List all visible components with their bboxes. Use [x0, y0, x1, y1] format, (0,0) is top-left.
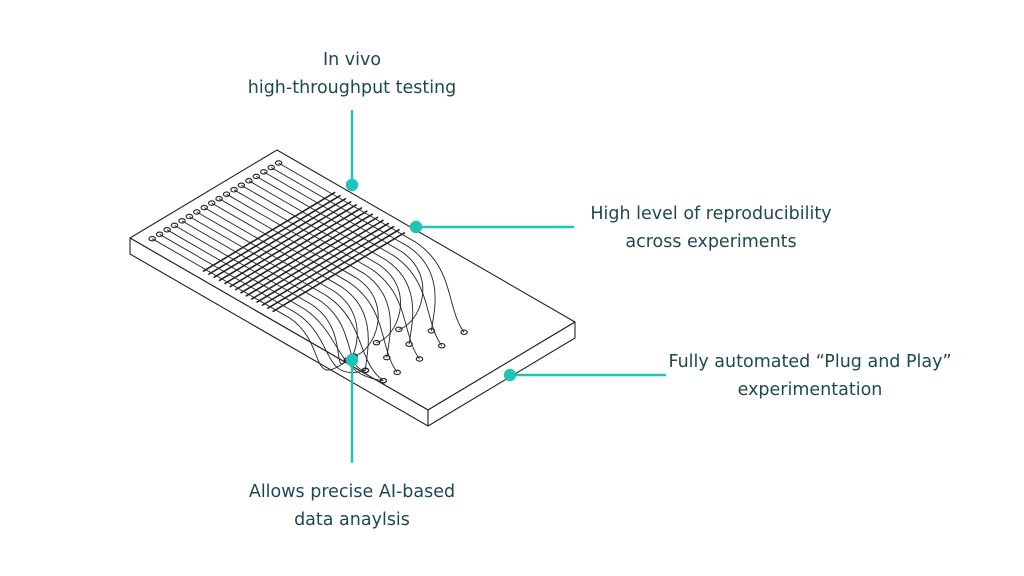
chip-inlet-port — [230, 187, 238, 193]
chip-channel — [204, 207, 369, 371]
chip-outlet-port — [427, 328, 436, 334]
chip-inlet-port — [274, 160, 283, 166]
callout-bottom-line2: data anaylsis — [294, 510, 410, 530]
chip-channel — [278, 162, 465, 333]
chip-inlet-port — [207, 200, 216, 206]
callout-top-line1: In vivo — [322, 50, 382, 70]
chip-grid-line — [218, 200, 352, 282]
chip-inlet-port — [267, 164, 275, 171]
chip-right-face — [427, 321, 576, 427]
chip-illustration — [129, 149, 576, 427]
chip-outlet-port — [379, 377, 388, 384]
chip-grid-line — [250, 219, 384, 300]
chip-grid-line — [223, 203, 358, 285]
chip-grid-line — [245, 216, 379, 297]
chip-channels — [148, 160, 468, 384]
chip-inlet-port — [237, 182, 246, 189]
chip-grid-line — [207, 194, 342, 276]
chip-outlet-port — [383, 354, 391, 361]
chip-grid-line — [240, 213, 374, 294]
chip-channel — [181, 220, 366, 371]
chip-channel — [270, 167, 436, 331]
chip-inlet-port — [245, 178, 253, 184]
callout-right-lower: Fully automated “Plug and Play” experime… — [664, 348, 956, 404]
chip-grid-line — [234, 210, 368, 291]
chip-outlet-port — [415, 356, 424, 362]
callout-bottom-line1: Allows precise AI-based — [248, 482, 456, 502]
callout-right-lower-line2: experimentation — [737, 380, 883, 400]
chip-channel — [166, 229, 384, 382]
chip-channel — [226, 193, 391, 358]
chip-inlet-port — [163, 227, 171, 233]
chip-outlet-port — [460, 329, 468, 336]
chip-channel — [248, 180, 414, 345]
connector-bottom-dot — [345, 353, 359, 367]
connector-right-upper-dot — [409, 220, 423, 234]
chip-channel — [256, 176, 443, 346]
chip-inlet-port — [193, 209, 201, 215]
chip-grid-line — [202, 191, 336, 273]
callout-connectors — [345, 110, 666, 463]
callout-right-lower-line1: Fully automated “Plug and Play” — [668, 352, 952, 372]
chip-inlet-port — [185, 213, 194, 220]
callout-right-upper: High level of reproducibility across exp… — [576, 200, 846, 256]
callout-right-upper-line1: High level of reproducibility — [590, 204, 832, 224]
chip-inlet-port — [222, 191, 231, 197]
chip-outlet-port — [438, 342, 446, 349]
chip-outlet-port — [393, 369, 401, 376]
chip-inlet-port — [148, 235, 156, 242]
callout-bottom: Allows precise AI-based data anaylsis — [222, 478, 482, 534]
chip-inlet-port — [170, 222, 179, 229]
connector-right-lower-dot — [503, 368, 517, 382]
callout-top: In vivo high-throughput testing — [222, 46, 482, 102]
chip-inlet-port — [252, 173, 261, 180]
chip-channel — [211, 202, 398, 373]
callout-top-line2: high-throughput testing — [247, 78, 457, 98]
chip-inlet-port — [155, 231, 164, 238]
chip-channel — [151, 238, 348, 371]
chip-outlet-port — [372, 339, 381, 346]
chip-inlet-port — [178, 218, 186, 224]
chip-inlet-port — [260, 169, 268, 175]
chip-grid-line — [261, 225, 395, 307]
chip-outlet-port — [405, 341, 413, 347]
chip-grid-line — [266, 228, 401, 310]
chip-grid-line — [229, 207, 363, 288]
chip-inlet-port — [215, 195, 223, 202]
chip-grid-line — [213, 197, 347, 279]
chip-grid-line — [272, 231, 406, 313]
connector-top-dot — [345, 178, 359, 192]
chip-channel — [233, 189, 420, 360]
chip-channel — [189, 216, 384, 382]
chip-outlet-port — [361, 367, 370, 374]
callout-right-upper-line2: across experiments — [625, 232, 797, 252]
chip-inlet-port — [200, 204, 209, 211]
chip-outlet-port — [395, 326, 403, 333]
chip-grid-line — [256, 222, 390, 304]
